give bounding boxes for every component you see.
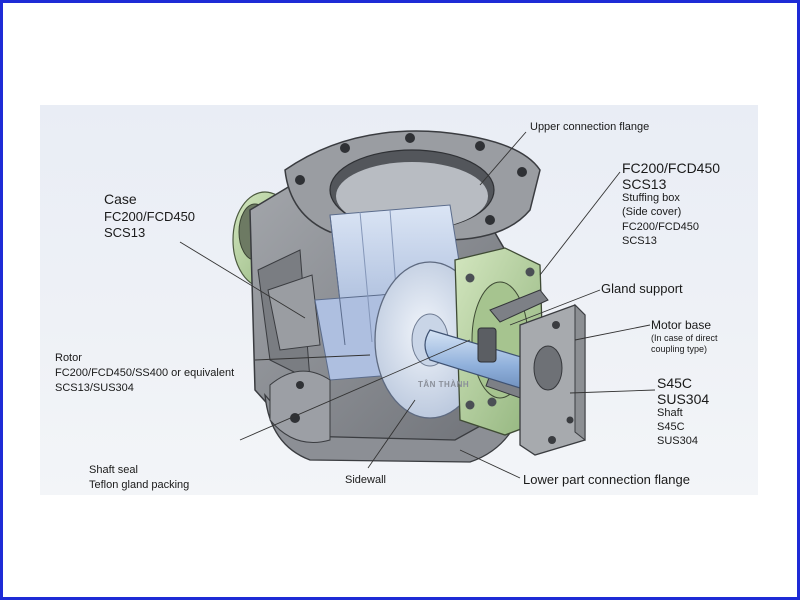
label-shaft-material-4: SUS304	[657, 435, 698, 447]
label-stuffing-title-2: (Side cover)	[622, 206, 682, 218]
label-shaft-material-3: S45C	[657, 421, 685, 433]
label-case-title: Case	[104, 191, 137, 207]
label-shaft-material-2: SUS304	[657, 391, 710, 407]
label-rotor-title: Rotor	[55, 352, 82, 364]
label-case-material-2: SCS13	[104, 225, 146, 240]
label-stuffing-title-1: Stuffing box	[622, 192, 680, 204]
leader-lower-flange	[459, 449, 521, 479]
label-motor-base: Motor base	[651, 318, 712, 332]
leader-motor-base	[574, 324, 651, 341]
leader-upper-flange	[479, 131, 527, 186]
leader-stuffing-box	[539, 171, 621, 276]
label-case-material-1: FC200/FCD450	[104, 209, 196, 224]
label-rotor-material-1: FC200/FCD450/SS400 or equivalent	[55, 367, 235, 379]
label-shaft-seal-title: Shaft seal	[89, 464, 138, 476]
leader-shaft-seal	[239, 339, 471, 441]
label-lower-flange: Lower part connection flange	[523, 472, 690, 487]
label-motor-note-2: coupling type)	[651, 344, 708, 354]
label-upper-flange: Upper connection flange	[530, 121, 650, 133]
label-motor-note-1: (In case of direct	[651, 333, 718, 343]
label-sidewall: Sidewall	[345, 474, 386, 486]
leader-rotor	[254, 354, 371, 361]
watermark-logo: TÂN THÀNH	[418, 380, 470, 389]
label-stuffing-material-4: SCS13	[622, 235, 657, 247]
label-stuffing-material-2: SCS13	[622, 176, 667, 192]
label-shaft-material-1: S45C	[657, 375, 693, 391]
leader-case	[179, 241, 306, 319]
label-rotor-material-2: SCS13/SUS304	[55, 382, 134, 394]
label-gland-support: Gland support	[601, 281, 683, 296]
label-stuffing-material-3: FC200/FCD450	[622, 221, 700, 233]
leader-lines	[179, 131, 656, 479]
leader-sidewall	[367, 399, 416, 469]
motor-base	[519, 303, 586, 456]
label-stuffing-material-1: FC200/FCD450	[622, 160, 721, 176]
leader-gland-support	[509, 289, 601, 326]
label-shaft-seal-material: Teflon gland packing	[89, 479, 190, 491]
label-shaft-title: Shaft	[657, 407, 683, 419]
leader-shaft	[569, 389, 656, 394]
